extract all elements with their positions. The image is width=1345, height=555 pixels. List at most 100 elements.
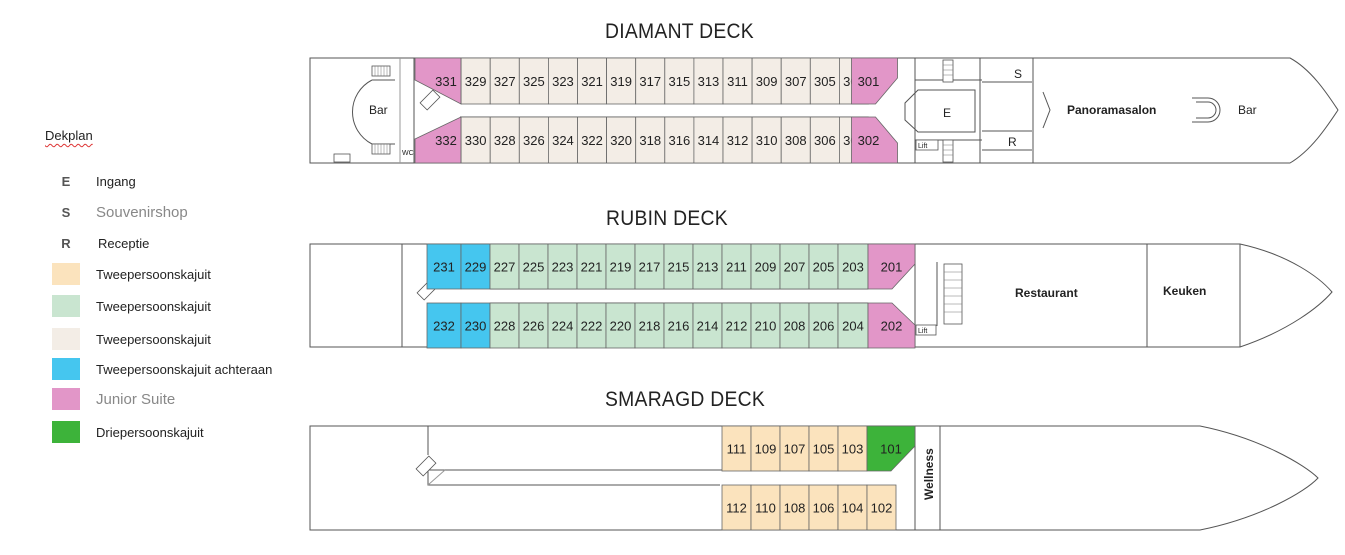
cabin-222[interactable]: 222 [576,302,607,349]
cabin-323[interactable]: 323 [548,57,578,105]
cabin-103[interactable]: 103 [837,425,868,472]
cabin-324[interactable]: 324 [548,116,578,164]
cabin-224[interactable]: 224 [547,302,578,349]
cabin-316[interactable]: 316 [664,116,695,164]
cabin-330[interactable]: 330 [460,116,491,164]
smaragd-hull [309,425,1319,531]
cabin-312[interactable]: 312 [722,116,753,164]
cabin-205[interactable]: 205 [808,243,839,290]
cabin-number: 222 [581,319,603,334]
cabin-232[interactable]: 232 [426,302,462,349]
cabin-216[interactable]: 216 [663,302,694,349]
cabin-213[interactable]: 213 [692,243,723,290]
cabin-106[interactable]: 106 [808,484,839,531]
cabin-number: 310 [756,133,778,148]
cabin-212[interactable]: 212 [721,302,752,349]
cabin-220[interactable]: 220 [605,302,636,349]
cabin-108[interactable]: 108 [779,484,810,531]
cabin-301[interactable]: 301 [851,57,898,105]
rubin-lift-label: Lift [918,328,927,335]
cabin-307[interactable]: 307 [780,57,811,105]
cabin-325[interactable]: 325 [518,57,549,105]
legend-title: Dekplan [45,128,93,143]
cabin-331[interactable]: 331 [414,57,462,105]
cabin-321[interactable]: 321 [577,57,608,105]
cabin-229[interactable]: 229 [460,243,491,290]
cabin-302[interactable]: 302 [851,116,898,164]
legend-label: Tweepersoonskajuit [96,331,211,347]
cabin-105[interactable]: 105 [808,425,839,472]
cabin-305[interactable]: 305 [809,57,840,105]
cabin-number: 309 [756,74,778,89]
cabin-227[interactable]: 227 [489,243,520,290]
cabin-322[interactable]: 322 [577,116,608,164]
cabin-313[interactable]: 313 [693,57,724,105]
legend-swatch [52,358,80,380]
cabin-101[interactable]: 101 [866,425,916,472]
cabin-228[interactable]: 228 [489,302,520,349]
cabin-102[interactable]: 102 [866,484,897,531]
legend-swatch [52,421,80,443]
cabin-207[interactable]: 207 [779,243,810,290]
cabin-217[interactable]: 217 [634,243,665,290]
cabin-223[interactable]: 223 [547,243,578,290]
cabin-number: 301 [858,74,880,89]
cabin-107[interactable]: 107 [779,425,810,472]
cabin-209[interactable]: 209 [750,243,781,290]
cabin-231[interactable]: 231 [426,243,462,290]
cabin-315[interactable]: 315 [664,57,695,105]
cabin-225[interactable]: 225 [518,243,549,290]
cabin-320[interactable]: 320 [606,116,637,164]
cabin-number: 216 [668,319,690,334]
cabin-204[interactable]: 204 [837,302,869,349]
cabin-311[interactable]: 311 [722,57,753,105]
cabin-112[interactable]: 112 [721,484,752,531]
cabin-number: 224 [552,319,574,334]
cabin-318[interactable]: 318 [635,116,666,164]
cabin-202[interactable]: 202 [867,302,916,349]
cabin-number: 315 [668,74,690,89]
cabin-206[interactable]: 206 [808,302,839,349]
legend-label: Driepersoonskajuit [96,424,204,440]
cabin-319[interactable]: 319 [606,57,637,105]
cabin-317[interactable]: 317 [635,57,666,105]
cabin-number: 230 [465,319,487,334]
cabin-number: 317 [639,74,661,89]
cabin-226[interactable]: 226 [518,302,549,349]
cabin-number: 227 [494,260,516,275]
cabin-203[interactable]: 203 [837,243,869,290]
cabin-327[interactable]: 327 [489,57,520,105]
cabin-number: 327 [494,74,516,89]
cabin-110[interactable]: 110 [750,484,781,531]
cabin-215[interactable]: 215 [663,243,694,290]
cabin-308[interactable]: 308 [780,116,811,164]
cabin-219[interactable]: 219 [605,243,636,290]
cabin-211[interactable]: 211 [721,243,752,290]
cabin-109[interactable]: 109 [750,425,781,472]
cabin-328[interactable]: 328 [489,116,520,164]
cabin-326[interactable]: 326 [518,116,549,164]
legend-label: Tweepersoonskajuit [96,266,211,282]
cabin-332[interactable]: 332 [414,116,462,164]
cabin-104[interactable]: 104 [837,484,868,531]
cabin-218[interactable]: 218 [634,302,665,349]
cabin-111[interactable]: 111 [721,425,752,472]
cabin-201[interactable]: 201 [867,243,916,290]
cabin-329[interactable]: 329 [460,57,491,105]
rubin-restaurant-label: Restaurant [1015,286,1078,300]
cabin-208[interactable]: 208 [779,302,810,349]
legend-swatch [52,328,80,350]
cabin-214[interactable]: 214 [692,302,723,349]
cabin-306[interactable]: 306 [809,116,840,164]
cabin-314[interactable]: 314 [693,116,724,164]
cabin-310[interactable]: 310 [751,116,782,164]
cabin-309[interactable]: 309 [751,57,782,105]
cabin-230[interactable]: 230 [460,302,491,349]
cabin-210[interactable]: 210 [750,302,781,349]
cabin-221[interactable]: 221 [576,243,607,290]
diamant-bar-aft-label: Bar [369,103,388,117]
cabin-number: 305 [814,74,836,89]
legend-item-double-aft: Tweepersoonskajuit achteraan [52,358,272,380]
